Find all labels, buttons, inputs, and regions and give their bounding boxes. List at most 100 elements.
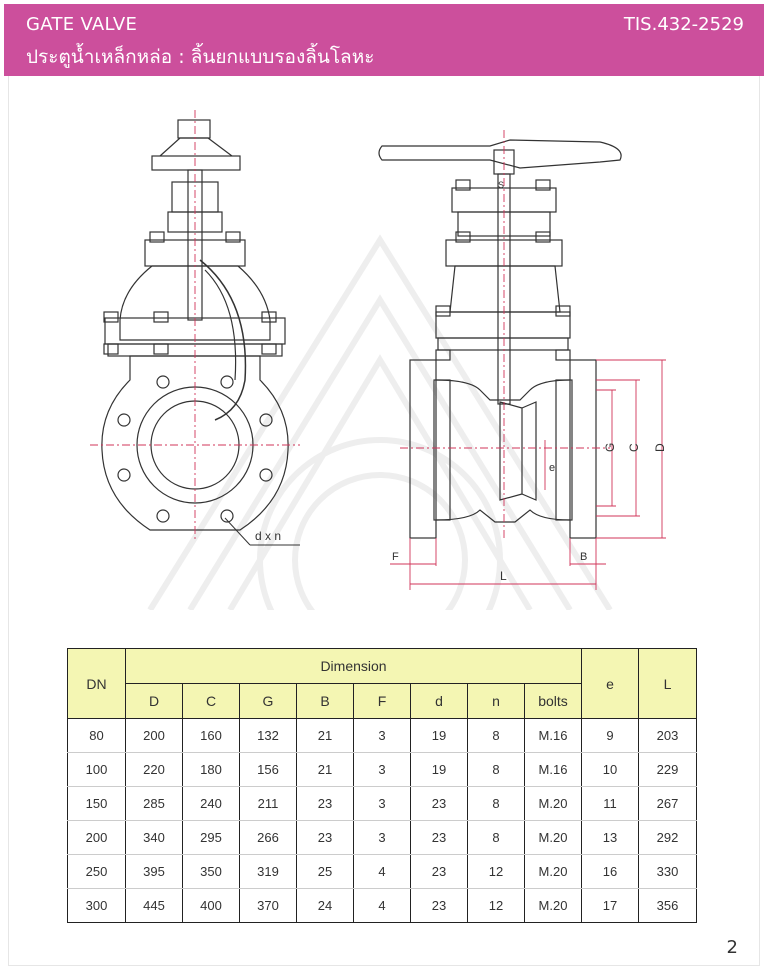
table-cell: 23: [296, 820, 354, 855]
table-cell: 160: [182, 718, 240, 753]
table-cell: 150: [67, 786, 126, 821]
table-cell: 4: [353, 888, 411, 923]
table-cell: 211: [239, 786, 297, 821]
table-cell: 12: [467, 888, 525, 923]
dim-label-s: S: [498, 180, 504, 190]
table-cell: M.16: [523, 752, 583, 787]
table-cell: 25: [296, 854, 354, 889]
dim-label-l: L: [500, 569, 507, 583]
header-dn: DN: [67, 648, 126, 719]
table-cell: 250: [67, 854, 126, 889]
table-cell: 9: [581, 718, 640, 753]
table-cell: 21: [296, 752, 354, 787]
table-cell: 8: [467, 752, 525, 787]
table-cell: M.16: [523, 718, 583, 753]
table-cell: 285: [125, 786, 183, 821]
table-cell: 23: [296, 786, 354, 821]
header-g: G: [239, 683, 297, 719]
header-d-hole: d: [410, 683, 468, 719]
product-title: GATE VALVE: [26, 14, 138, 35]
table-cell: M.20: [523, 786, 583, 821]
table-cell: 400: [182, 888, 240, 923]
table-cell: 17: [581, 888, 640, 923]
table-cell: 203: [638, 718, 698, 753]
table-cell: 200: [67, 820, 126, 855]
table-cell: 13: [581, 820, 640, 855]
table-cell: 356: [638, 888, 698, 923]
product-subtitle: ประตูน้ำเหล็กหล่อ : ลิ้นยกแบบรองลิ้นโลหะ: [26, 46, 375, 68]
table-cell: 8: [467, 786, 525, 821]
table-cell: 19: [410, 752, 468, 787]
header-dimension: Dimension: [124, 648, 583, 684]
table-cell: 292: [638, 820, 698, 855]
bolt-label: d x n: [255, 529, 281, 543]
table-cell: 8: [467, 820, 525, 855]
table-cell: 330: [638, 854, 698, 889]
header-c: C: [182, 683, 240, 719]
table-cell: 23: [410, 820, 468, 855]
table-cell: 4: [353, 854, 411, 889]
front-centerlines: [90, 110, 300, 540]
table-cell: 350: [182, 854, 240, 889]
table-cell: 319: [239, 854, 297, 889]
table-cell: 23: [410, 888, 468, 923]
bolt-leader: [224, 517, 251, 546]
table-cell: 132: [239, 718, 297, 753]
header-d-outer: D: [125, 683, 183, 719]
dim-label-b: B: [580, 551, 587, 563]
table-cell: 445: [125, 888, 183, 923]
table-cell: 100: [67, 752, 126, 787]
dim-label-e: e: [549, 462, 555, 474]
dim-label-d: D: [653, 443, 667, 452]
table-cell: 300: [67, 888, 126, 923]
table-cell: 10: [581, 752, 640, 787]
table-cell: 3: [353, 718, 411, 753]
table-cell: 3: [353, 786, 411, 821]
table-cell: 24: [296, 888, 354, 923]
header-f: F: [353, 683, 411, 719]
side-centerlines: [400, 130, 610, 540]
gate-valve-drawing: d x n: [90, 110, 667, 610]
header-n: n: [467, 683, 525, 719]
table-cell: 23: [410, 786, 468, 821]
table-cell: 395: [125, 854, 183, 889]
table-cell: 19: [410, 718, 468, 753]
header-banner: GATE VALVE ประตูน้ำเหล็กหล่อ : ลิ้นยกแบบ…: [4, 4, 764, 76]
table-cell: 80: [67, 718, 126, 753]
table-cell: 8: [467, 718, 525, 753]
header-bolts: bolts: [523, 683, 583, 719]
dim-label-c: C: [627, 443, 641, 452]
header-l: L: [638, 648, 698, 719]
table-cell: 340: [125, 820, 183, 855]
table-cell: 3: [353, 752, 411, 787]
table-cell: 200: [125, 718, 183, 753]
dim-label-f: F: [392, 551, 399, 563]
table-cell: 156: [239, 752, 297, 787]
standard-code: TIS.432-2529: [623, 14, 744, 35]
dim-label-g: G: [603, 443, 617, 452]
table-cell: 295: [182, 820, 240, 855]
table-cell: 23: [410, 854, 468, 889]
table-cell: M.20: [523, 854, 583, 889]
side-view: [378, 139, 622, 539]
side-dimensions: [390, 359, 666, 590]
table-cell: 220: [125, 752, 183, 787]
table-cell: 267: [638, 786, 698, 821]
table-cell: 21: [296, 718, 354, 753]
header-b: B: [296, 683, 354, 719]
table-cell: 16: [581, 854, 640, 889]
header-e: e: [581, 648, 640, 719]
table-cell: 229: [638, 752, 698, 787]
table-cell: M.20: [523, 820, 583, 855]
watermark-logo: [147, 234, 613, 610]
page-number: 2: [726, 937, 738, 958]
table-cell: 180: [182, 752, 240, 787]
